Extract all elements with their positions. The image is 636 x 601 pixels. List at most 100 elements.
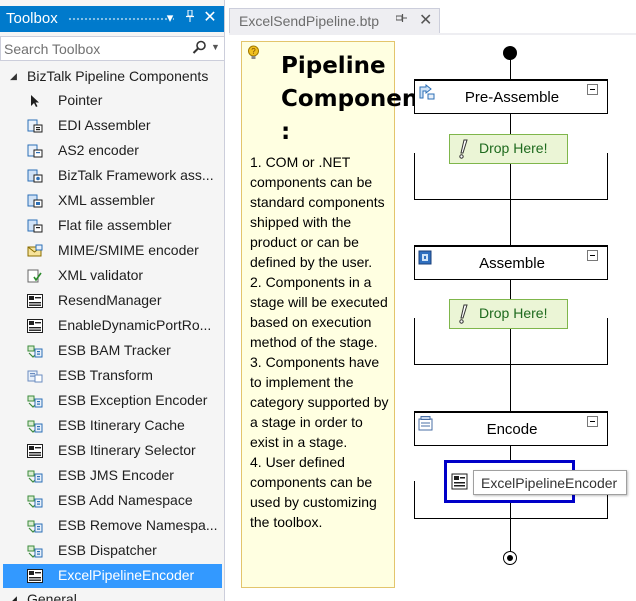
window-position-dropdown-icon[interactable]: ▾ [166, 10, 174, 25]
note-point: 2. Components in a stage will be execute… [250, 274, 388, 350]
stage-body-pre-assemble[interactable] [414, 153, 608, 200]
stage-name: Pre-Assemble [464, 89, 560, 106]
toolbox-item[interactable]: MIME/SMIME encoder [0, 239, 222, 263]
group-label: BizTalk Pipeline Components [27, 68, 209, 84]
note-body: 1. COM or .NET components can be standar… [250, 152, 394, 532]
close-icon[interactable]: ✕ [203, 9, 217, 26]
collapse-stage-button[interactable] [587, 84, 598, 95]
assemble-stage-icon [418, 250, 432, 268]
esb-component-icon [27, 344, 43, 358]
toolbox-item[interactable]: XML validator [0, 264, 222, 288]
xml-assembler-icon [27, 194, 43, 208]
encode-stage-icon [418, 416, 433, 434]
toolbox-item[interactable]: Pointer [0, 89, 222, 113]
component-icon [27, 319, 43, 333]
toolbox-item[interactable]: XML assembler [0, 189, 222, 213]
esb-component-icon [27, 419, 43, 433]
toolbox-item[interactable]: Flat file assembler [0, 214, 222, 238]
toolbox-item-label: XML validator [58, 267, 144, 283]
toolbox-item[interactable]: ESB Add Namespace [0, 489, 222, 513]
toolbox-item-label: ResendManager [58, 292, 162, 308]
search-input[interactable] [4, 39, 184, 58]
toolbox-item-label: BizTalk Framework ass... [58, 167, 214, 183]
pin-icon[interactable] [395, 12, 407, 26]
toolbox-item[interactable]: ESB Exception Encoder [0, 389, 222, 413]
biztalk-framework-icon [27, 169, 43, 183]
component-icon [27, 294, 43, 308]
drop-here-target[interactable]: Drop Here! [449, 299, 568, 329]
toolbox-item-label: ESB Transform [58, 367, 153, 383]
drop-here-target[interactable]: Drop Here! [449, 134, 568, 164]
drop-here-label: Drop Here! [479, 140, 548, 156]
stage-header-encode[interactable]: Encode [414, 411, 608, 446]
toolbox-item[interactable]: ESB Dispatcher [0, 539, 222, 563]
flow-connector [510, 365, 511, 411]
toolbox-item[interactable]: ESB Itinerary Cache [0, 414, 222, 438]
toolbox-item[interactable]: BizTalk Framework ass... [0, 164, 222, 188]
as2-encoder-icon [27, 144, 43, 158]
toolbox-item[interactable]: ESB JMS Encoder [0, 464, 222, 488]
document-tab-label: ExcelSendPipeline.btp [239, 13, 380, 29]
esb-component-icon [27, 469, 43, 483]
component-icon [27, 444, 43, 458]
toolbox-item-label: ESB Itinerary Cache [58, 417, 185, 433]
toolbox-search-box[interactable]: ▼ [0, 36, 224, 61]
stage-name: Assemble [479, 255, 545, 272]
toolbox-item-label: ESB BAM Tracker [58, 342, 171, 358]
document-tab[interactable]: ExcelSendPipeline.btp ✕ [229, 8, 440, 33]
toolbox-item[interactable]: ExcelPipelineEncoder [3, 564, 222, 588]
help-note: ? Pipeline Components : 1. COM or .NET c… [241, 41, 443, 588]
toolbox-item[interactable]: ResendManager [0, 289, 222, 313]
toolbox-item[interactable]: ESB Transform [0, 364, 222, 388]
svg-text:?: ? [251, 47, 256, 56]
pipeline-end-node [503, 551, 517, 565]
toolbox-item[interactable]: AS2 encoder [0, 139, 222, 163]
toolbox-panel: Toolbox ▾ ✕ ▼ ◢ BizTalk Pipeline Compone… [0, 0, 225, 601]
close-icon[interactable]: ✕ [419, 12, 433, 29]
mime-encoder-icon [27, 244, 43, 258]
toolbox-title: Toolbox [6, 10, 58, 27]
toolbox-item-label: EnableDynamicPortRo... [58, 317, 212, 333]
note-point: 1. COM or .NET components can be standar… [250, 154, 385, 270]
collapse-stage-button[interactable] [587, 250, 598, 261]
xml-validator-icon [27, 269, 43, 283]
toolbox-item[interactable]: EDI Assembler [0, 114, 222, 138]
toolbox-item-label: ESB Itinerary Selector [58, 442, 196, 458]
pin-icon[interactable] [182, 9, 198, 27]
toolbox-item-label: ExcelPipelineEncoder [58, 567, 195, 583]
exclamation-icon [456, 139, 472, 162]
stage-body-encode[interactable] [414, 481, 608, 519]
esb-component-icon [27, 394, 43, 408]
toolbox-item-label: ESB Exception Encoder [58, 392, 208, 408]
edi-assembler-icon [27, 119, 43, 133]
collapse-stage-button[interactable] [587, 416, 598, 427]
component-icon [27, 569, 43, 583]
stage-header-assemble[interactable]: Assemble [414, 245, 608, 280]
pointer-icon [27, 94, 43, 108]
drop-here-label: Drop Here! [479, 305, 548, 321]
component-icon [451, 473, 468, 493]
search-icon[interactable] [192, 40, 207, 58]
flat-file-assembler-icon [27, 219, 43, 233]
toolbox-item[interactable]: EnableDynamicPortRo... [0, 314, 222, 338]
esb-transform-icon [27, 369, 43, 383]
collapsed-triangle-icon[interactable]: ◢ [10, 594, 17, 601]
drag-grip[interactable] [68, 17, 174, 22]
esb-component-icon [27, 494, 43, 508]
toolbox-title-bar[interactable]: Toolbox ▾ ✕ [0, 6, 224, 32]
note-title: Pipeline Components : [281, 53, 443, 145]
toolbox-item[interactable]: ESB BAM Tracker [0, 339, 222, 363]
toolbox-item-label: Flat file assembler [58, 217, 172, 233]
stage-body-assemble[interactable] [414, 318, 608, 365]
expanded-triangle-icon[interactable]: ◢ [10, 71, 17, 81]
esb-component-icon [27, 519, 43, 533]
search-options-chevron-icon[interactable]: ▼ [211, 42, 220, 52]
toolbox-item[interactable]: ESB Remove Namespa... [0, 514, 222, 538]
toolbox-item-label: Pointer [58, 92, 103, 108]
stage-header-pre-assemble[interactable]: Pre-Assemble [414, 79, 608, 114]
toolbox-item-label: ESB Dispatcher [58, 542, 157, 558]
toolbox-item[interactable]: ESB Itinerary Selector [0, 439, 222, 463]
stage-name: Encode [486, 421, 538, 438]
toolbox-group-biztalk-pipeline-components[interactable]: ◢ BizTalk Pipeline Components [0, 65, 224, 89]
toolbox-item-label: EDI Assembler [58, 117, 151, 133]
